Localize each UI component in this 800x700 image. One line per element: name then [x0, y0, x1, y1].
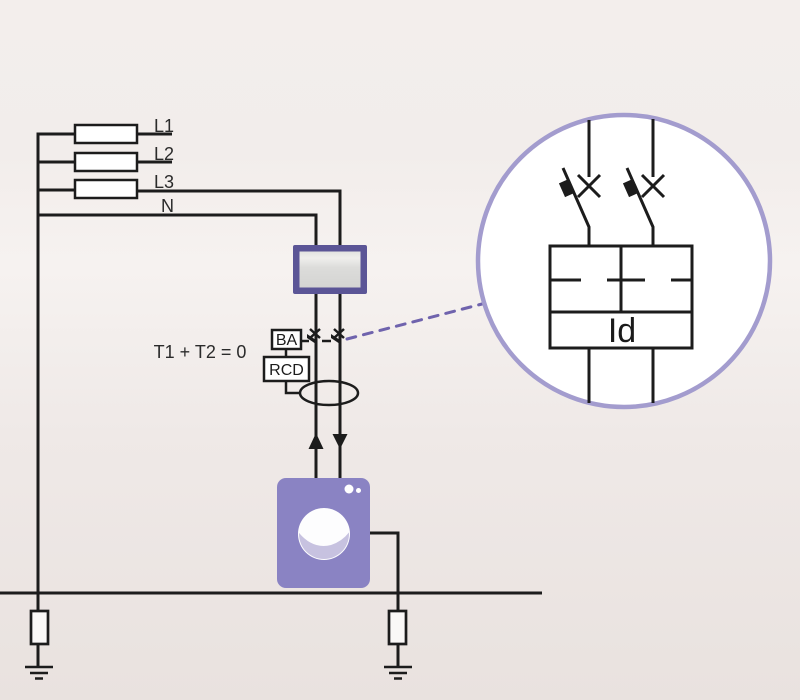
earth-electrode-right: [387, 609, 408, 646]
magnified-breaker-block: Id: [548, 244, 694, 350]
contact-latch-icon: [622, 178, 640, 198]
washing-machine: [277, 478, 370, 588]
contact-cross-icon: [576, 173, 602, 199]
winding-l1: [73, 123, 139, 145]
breaker-contact-left: [307, 328, 321, 344]
trip-unit-label: BA: [276, 332, 298, 349]
current-equation: T1 + T2 = 0: [154, 342, 247, 362]
rcd-label: RCD: [269, 362, 304, 379]
line-l3: [137, 189, 342, 478]
energy-meter: [293, 245, 367, 294]
arrow-down-t2: [332, 434, 348, 449]
rcd-box: [262, 355, 311, 383]
winding-l3: [73, 178, 139, 200]
ground-symbol-left: [25, 665, 53, 680]
machine-button-icon: [356, 488, 361, 493]
breaker-contact-right: [331, 328, 345, 344]
winding-l2: [73, 151, 139, 173]
magnifier: Id: [345, 112, 773, 410]
label-n: N: [161, 196, 174, 216]
rcd-block: BA RCD: [262, 328, 360, 407]
label-l3: L3: [154, 172, 174, 192]
earth-electrode-left: [29, 609, 50, 646]
machine-knob-icon: [344, 484, 354, 494]
label-l1: L1: [154, 116, 174, 136]
callout-dashed-line: [345, 302, 484, 341]
meter-screen: [299, 251, 361, 288]
rcd-toroid-link: [284, 381, 301, 395]
arrow-up-t1: [308, 433, 324, 449]
appliance-earth-wire: [370, 531, 400, 667]
label-l2: L2: [154, 144, 174, 164]
earthing-system: [0, 531, 542, 680]
current-direction-arrows: [308, 433, 348, 449]
ground-symbol-right: [384, 665, 412, 680]
source-windings: L1 L2 L3 N: [36, 116, 174, 667]
toroid-sensor: [298, 379, 360, 407]
line-n: [38, 213, 318, 478]
contact-latch-icon: [558, 178, 576, 198]
differential-current-label: Id: [608, 312, 636, 350]
contact-cross-icon: [640, 173, 666, 199]
